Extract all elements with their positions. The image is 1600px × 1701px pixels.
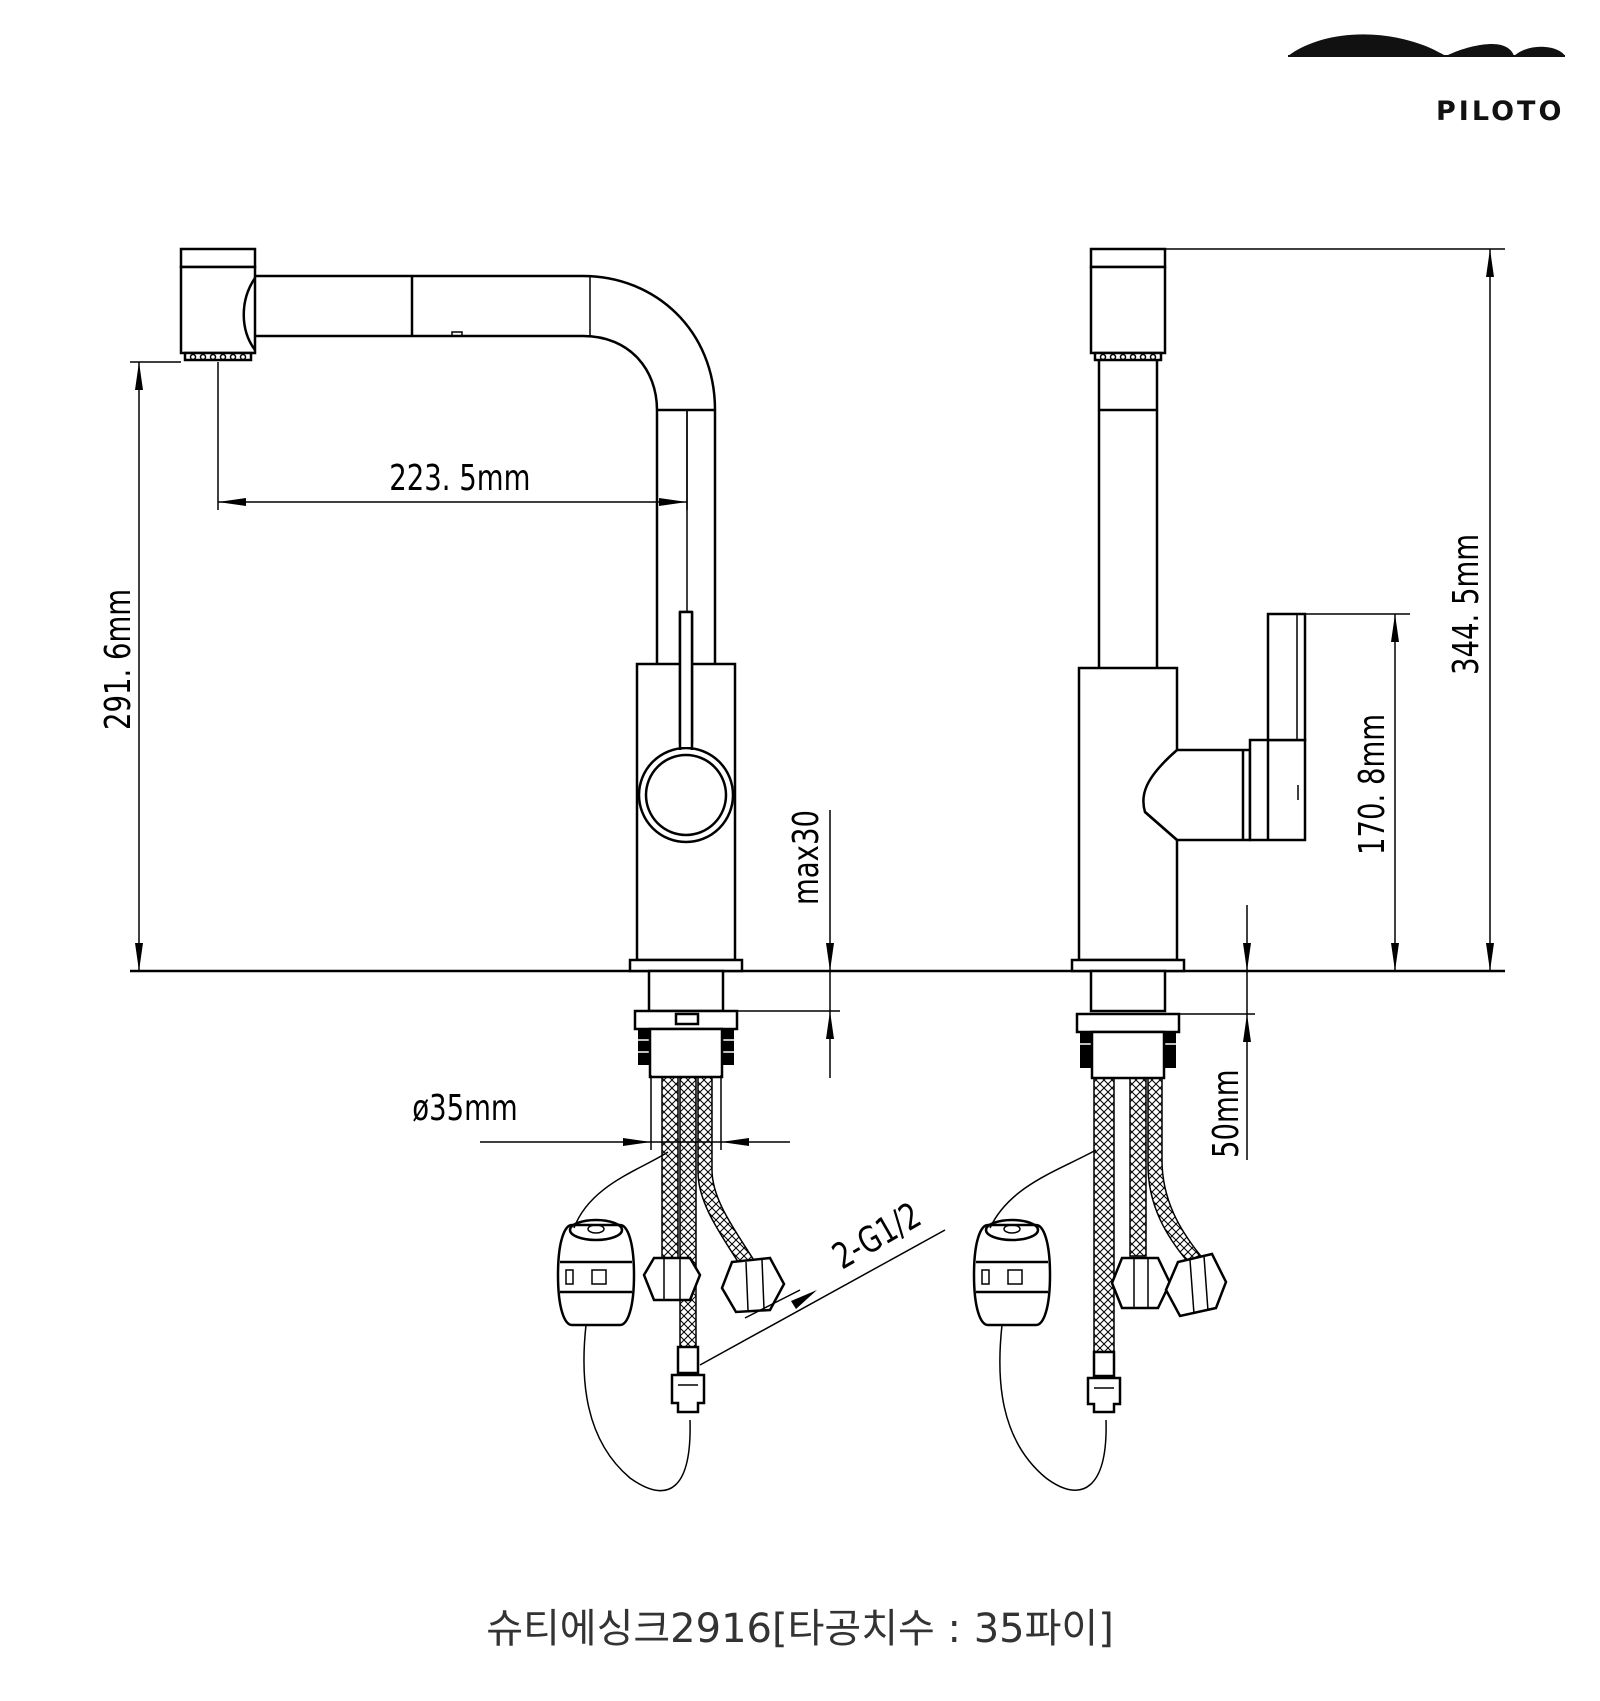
dimension-total-height: 344. 5mm [1445, 534, 1487, 675]
dimension-max-deck: max30 [785, 810, 827, 905]
dimension-handle-height: 170. 8mm [1351, 714, 1393, 855]
piloto-wave-logo [1288, 34, 1565, 57]
dimension-connection: 2-G1/2 [825, 1194, 928, 1277]
dimension-lines-right [1165, 248, 1505, 1160]
front-view-faucet [972, 247, 1307, 1491]
product-caption: 슈티에싱크2916[타공치수 : 35파이] [486, 1606, 1114, 1652]
brand-name: PILOTO [1436, 96, 1565, 127]
dimension-lines-left [130, 361, 946, 1366]
dimension-spout-reach: 223. 5mm [389, 457, 530, 499]
side-view-faucet [179, 247, 786, 1492]
dimension-shank-length: 50mm [1205, 1069, 1247, 1158]
dimension-spout-height: 291. 6mm [97, 589, 139, 730]
dimension-hole-diameter: ø35mm [412, 1087, 517, 1129]
